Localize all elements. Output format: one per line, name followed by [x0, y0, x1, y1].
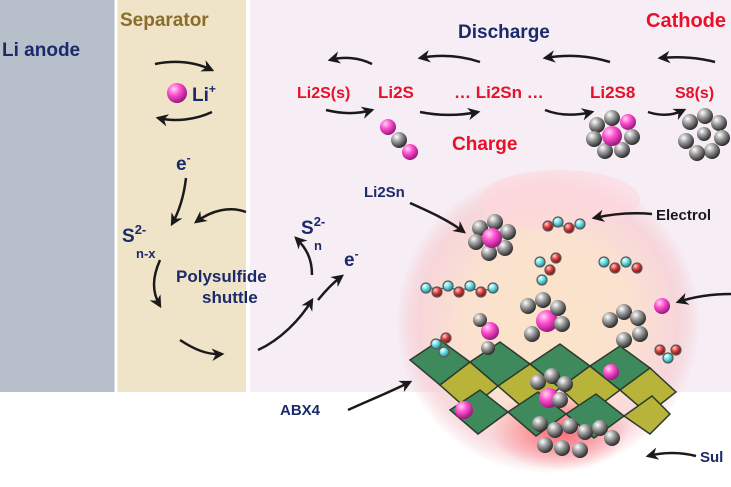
discharge-arrow-1 [657, 50, 716, 64]
abx4-callout-label: ABX4 [280, 402, 321, 419]
anode-label: Li anode [2, 40, 80, 61]
shuttle-arrow-up [294, 236, 314, 276]
li2s8-molecule [586, 110, 640, 159]
sulfur-clusters [473, 292, 648, 458]
cathode-li-ions [455, 298, 670, 419]
charge-arrow-1 [325, 106, 375, 119]
li-ion-atom [167, 83, 187, 103]
electron-left-label: e- [176, 151, 191, 175]
right-callout-arrow [675, 292, 731, 305]
electron-right-label: e- [344, 247, 359, 271]
species-li2s8: Li2S8 [590, 83, 635, 102]
discharge-arrow-2 [542, 50, 611, 64]
species-li2s-solid: Li2S(s) [297, 85, 350, 102]
electrolyte-callout-label: Electrol [656, 207, 711, 224]
li2sn-callout-arrow [409, 201, 467, 234]
s-n-label: S2- [301, 214, 325, 239]
li-ion-label: Li+ [192, 82, 216, 106]
charge-label: Charge [452, 134, 517, 155]
charge-arrow-4 [647, 108, 687, 121]
li-ion-arrow-right [154, 60, 215, 72]
separator-label: Separator [120, 10, 209, 31]
sulfur-callout-arrow [645, 447, 697, 460]
electrolyte-molecules [420, 216, 682, 364]
charge-arrow-2 [419, 107, 481, 121]
shuttle-arrow-top [193, 208, 247, 224]
s-n-x-label: S2- [122, 222, 146, 247]
abx4-callout-arrow [347, 380, 413, 412]
anode-region [0, 0, 116, 392]
electron-arrow-right [317, 274, 344, 301]
charge-arrow-3 [544, 108, 595, 121]
sulfur-callout-label: Sul [700, 449, 723, 466]
charge-arrows [325, 106, 687, 121]
s-n-x-subscript: n-x [136, 246, 156, 261]
li2sn-callout-label: Li2Sn [364, 184, 405, 201]
species-li2s: Li2S [378, 83, 414, 102]
shuttle-label-line1: Polysulfide [176, 267, 267, 286]
species-s8-solid: S8(s) [675, 85, 714, 102]
shuttle-arrow-left [149, 259, 162, 309]
cathode-label: Cathode [646, 10, 726, 32]
electrolyte-callout-arrow [591, 209, 653, 222]
s-n-subscript: n [314, 238, 322, 253]
electron-arrow-down [170, 177, 188, 227]
shuttle-label-line2: shuttle [202, 288, 258, 307]
discharge-arrows [327, 50, 716, 66]
discharge-label: Discharge [458, 22, 550, 43]
abx4-crystal [408, 339, 678, 439]
species-li2sn: … Li2Sn … [454, 83, 544, 102]
discharge-arrow-4 [327, 51, 373, 66]
li2s-molecule [380, 119, 418, 160]
discharge-arrow-3 [417, 50, 481, 64]
li2sn-cluster [468, 214, 516, 261]
shuttle-arrow-bottom [179, 338, 225, 361]
shuttle-arrow-right [257, 297, 314, 352]
li-ion-arrow-left [155, 110, 213, 127]
s8-molecule [678, 108, 730, 161]
